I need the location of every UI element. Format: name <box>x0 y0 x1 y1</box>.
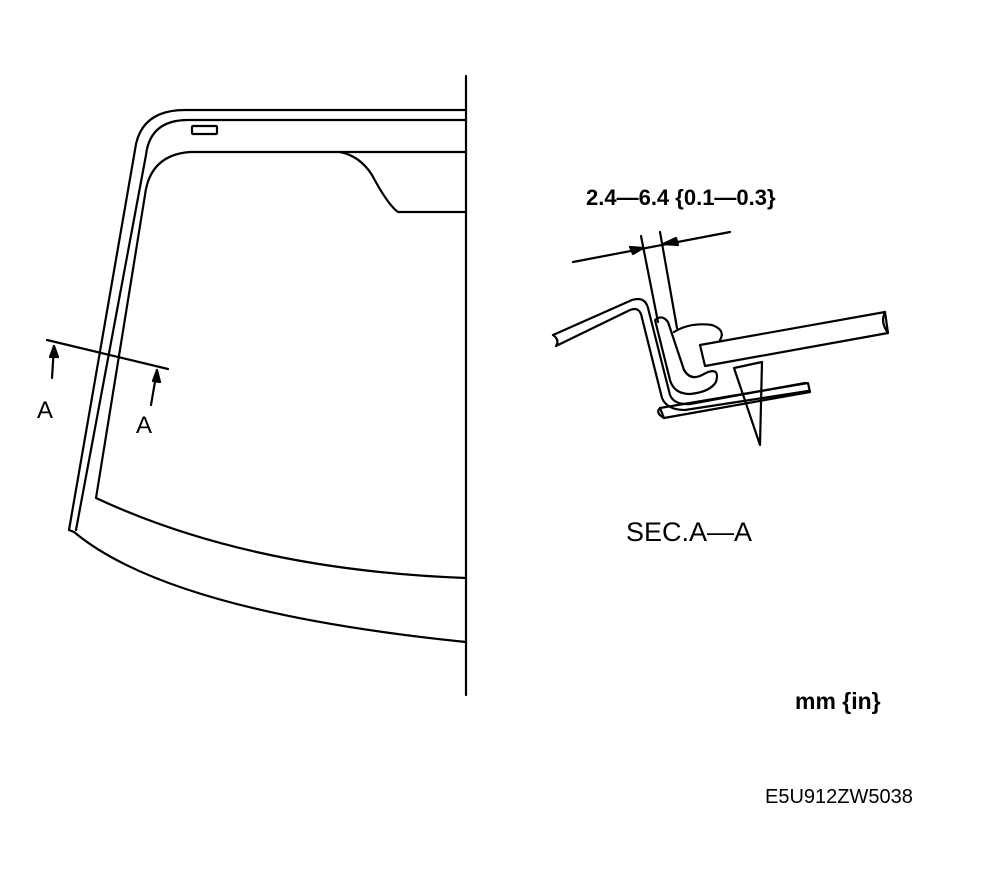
dimension-label: 2.4—6.4 {0.1—0.3} <box>586 185 776 210</box>
section-marker-right-label: A <box>136 412 152 439</box>
glass-visible-area <box>94 150 468 580</box>
figure-code: E5U912ZW5038 <box>765 786 913 808</box>
section-marker-left-label: A <box>37 397 53 424</box>
sunvisor-band-edge <box>338 150 468 214</box>
vin-plate-mark <box>190 124 219 136</box>
molding-inner-edge <box>74 118 468 532</box>
section-arrow-right <box>149 368 162 407</box>
panel-break-left <box>551 333 559 348</box>
section-arrow-left <box>48 344 60 380</box>
extension-line-left <box>639 234 660 324</box>
dimension-line <box>571 230 732 264</box>
windshield-outer-edge <box>67 108 468 644</box>
flange-break <box>657 406 666 420</box>
molding-lip <box>672 323 723 342</box>
section-cut-line <box>45 338 170 371</box>
units-note: mm {in} <box>795 688 881 714</box>
flange-lower <box>658 381 812 420</box>
dimension-arrow-right <box>661 236 680 247</box>
molding-profile <box>653 316 719 396</box>
windshield-front-view <box>45 74 468 697</box>
body-panel-inner <box>554 307 810 412</box>
glass-break <box>881 310 890 335</box>
section-title: SEC.A—A <box>626 517 752 547</box>
extension-line-right <box>658 230 679 330</box>
section-detail-view <box>551 230 890 447</box>
glass-section <box>698 310 890 368</box>
dimension-arrow-left <box>628 245 645 256</box>
adhesive-bead <box>732 360 764 447</box>
